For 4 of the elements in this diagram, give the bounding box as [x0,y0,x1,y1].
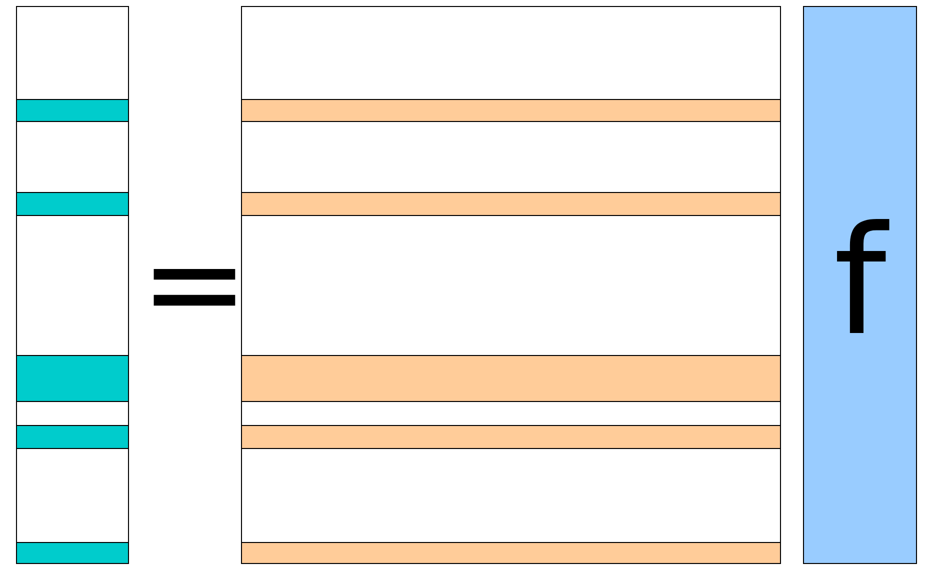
vector-column [803,6,917,564]
equals-sign: = [140,218,249,348]
vector-column [16,6,129,564]
matrix-block [241,6,781,564]
